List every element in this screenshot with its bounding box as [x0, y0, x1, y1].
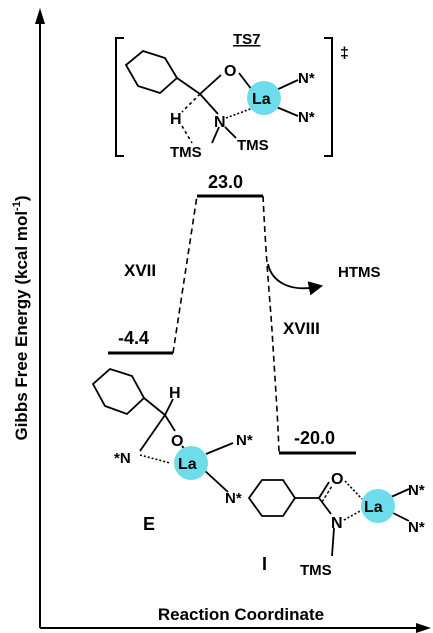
atom-n1: N*: [298, 70, 315, 87]
bond: [273, 105, 299, 117]
atom-h: H: [169, 385, 181, 402]
dashed-bond: [181, 93, 201, 113]
dashed-bond: [181, 125, 193, 144]
ts-dagger: ‡: [340, 45, 349, 62]
byproduct-label: HTMS: [338, 264, 381, 281]
bond: [176, 77, 201, 95]
structure-label-i: I: [262, 554, 267, 574]
lanthanum-highlight: [361, 489, 395, 523]
ts7-structure: ‡ TS7 O La N* N* H N TMS TMS: [115, 31, 349, 161]
atom-n: N: [214, 114, 226, 131]
bond: [390, 488, 410, 498]
dotted-bond: [344, 480, 363, 500]
atom-n1: N*: [408, 482, 425, 499]
product-energy-value: -20.0: [294, 428, 335, 448]
atom-n-left: *N: [114, 450, 131, 467]
lanthanum-highlight: [174, 446, 208, 480]
atom-n: N: [331, 515, 343, 532]
bond: [164, 398, 174, 416]
dotted-bond: [343, 509, 363, 521]
x-axis-arrow-icon: [416, 623, 431, 633]
bond: [199, 93, 219, 115]
bond: [203, 469, 229, 493]
bond: [164, 414, 176, 432]
dashed-bond: [321, 485, 333, 503]
atom-n2: N*: [298, 109, 315, 126]
cyclohexane-ring-icon: [91, 367, 146, 416]
x-axis-label: Reaction Coordinate: [158, 605, 324, 624]
structure-e: H O *N La N* N* E: [91, 367, 253, 534]
reaction-path-down: [262, 195, 280, 454]
cyclohexane-ring-icon: [124, 49, 179, 95]
atom-n2: N*: [225, 490, 242, 507]
bond: [139, 414, 166, 452]
ts-label: TS7: [233, 31, 261, 48]
step-label-xvii: XVII: [124, 261, 156, 280]
bond: [318, 497, 332, 515]
atom-n1: N*: [236, 432, 253, 449]
axes: Gibbs Free Energy (kcal mol-1) Reaction …: [11, 8, 431, 633]
lanthanum-highlight: [247, 81, 281, 115]
tms-group-2: TMS: [237, 137, 269, 154]
atom-la: La: [364, 499, 383, 516]
bond: [318, 481, 330, 499]
bond: [199, 74, 222, 95]
bond: [211, 126, 220, 144]
atom-o: O: [331, 471, 343, 488]
left-bracket: [115, 37, 124, 157]
bond: [390, 511, 410, 522]
dotted-bond: [139, 454, 171, 464]
htms-release-arrow-icon: [267, 263, 324, 296]
tms-group-1: TMS: [170, 144, 202, 161]
bond: [238, 72, 253, 91]
atom-la: La: [178, 456, 197, 473]
y-axis-label: Gibbs Free Energy (kcal mol-1): [11, 195, 31, 440]
bond: [205, 442, 234, 455]
atom-h: H: [170, 111, 182, 128]
reaction-path-up: [172, 195, 198, 354]
energy-levels: -4.4 23.0 -20.0 XVII XVIII HTMS: [108, 172, 381, 455]
step-label-xviii: XVIII: [283, 319, 320, 338]
reactant-energy-value: -4.4: [118, 328, 149, 348]
bond: [224, 126, 237, 139]
tms-group: TMS: [300, 562, 332, 579]
atom-la: La: [252, 91, 271, 108]
ts-energy-value: 23.0: [208, 172, 243, 192]
atom-n2: N*: [408, 519, 425, 536]
atom-o: O: [171, 433, 183, 450]
atom-o: O: [224, 63, 236, 80]
bond: [143, 397, 166, 416]
right-bracket: [324, 37, 333, 157]
structure-label-e: E: [143, 514, 155, 534]
cyclohexane-ring-icon: [247, 479, 297, 517]
dotted-bond: [225, 107, 254, 119]
structure-i: O N La N* N* TMS I: [247, 471, 425, 579]
bond: [331, 527, 335, 557]
y-axis-arrow-icon: [35, 8, 45, 24]
